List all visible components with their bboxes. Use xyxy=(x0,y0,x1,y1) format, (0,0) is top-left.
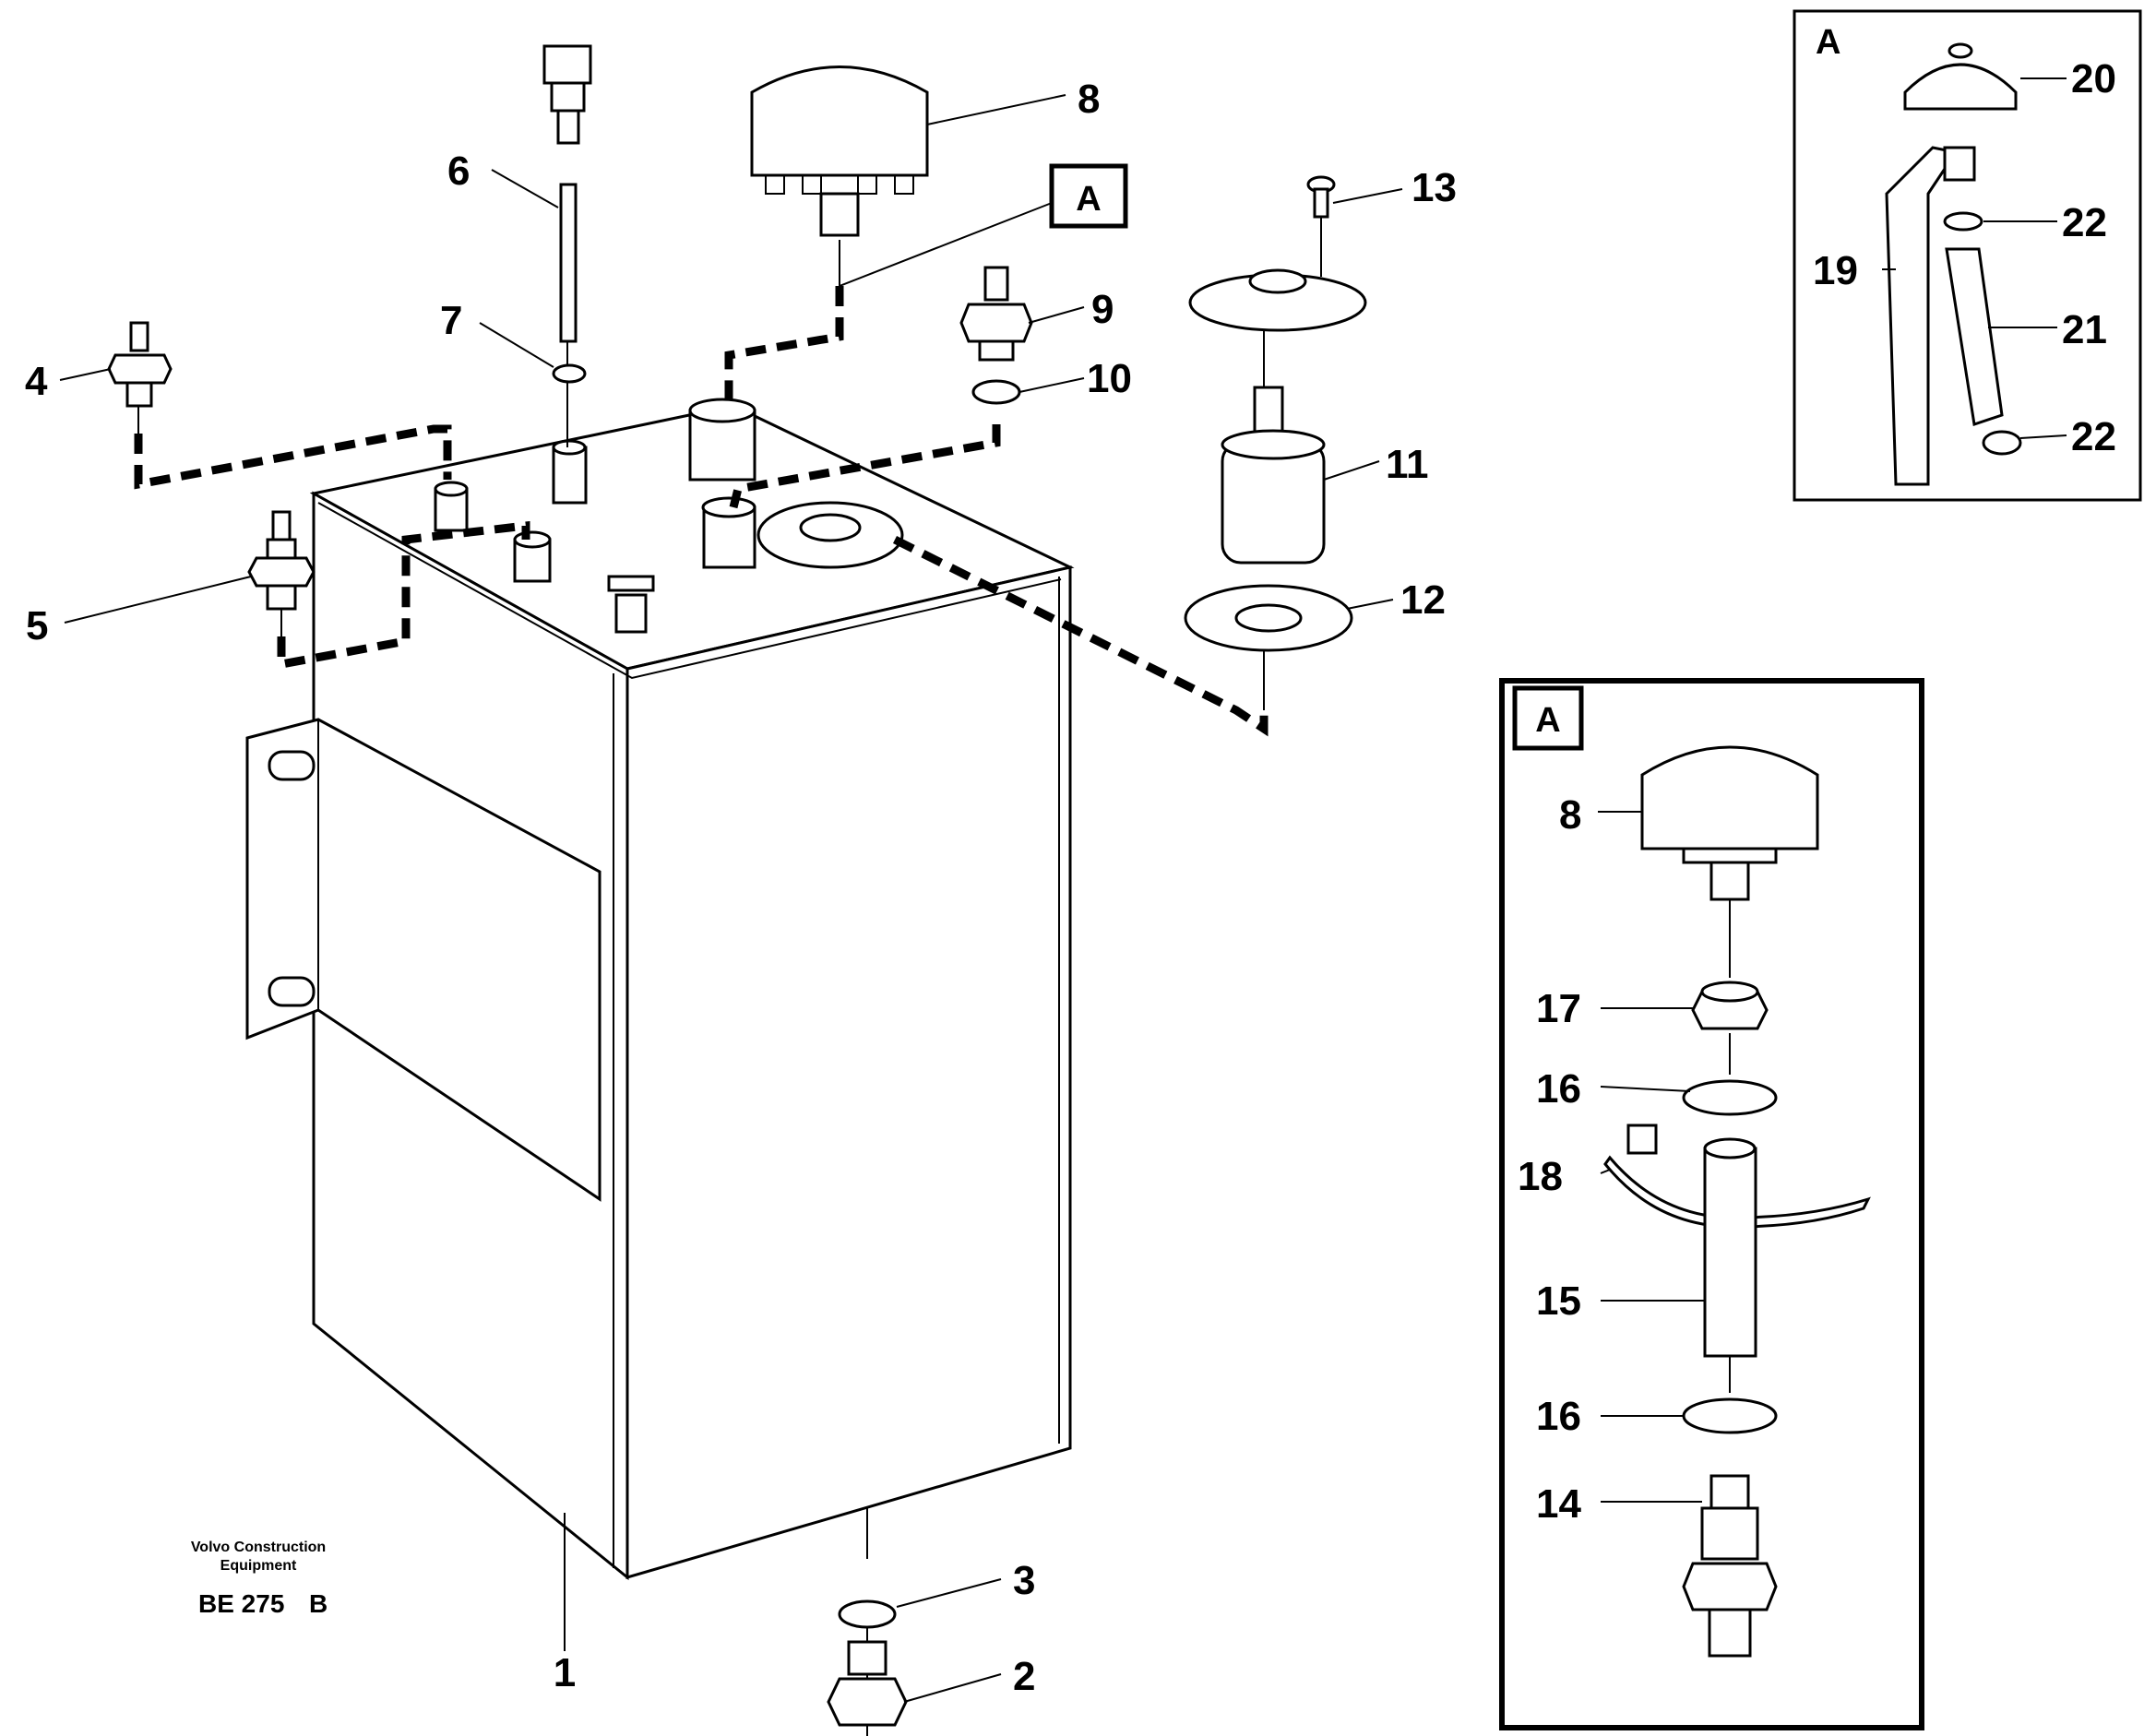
callout-13: 13 xyxy=(1412,165,1457,210)
callout-7: 7 xyxy=(440,298,462,343)
breather-cap-8 xyxy=(750,65,929,237)
level-sender-11 xyxy=(1188,268,1367,565)
drawing-code: BE 275 xyxy=(198,1589,284,1618)
callout-9: 9 xyxy=(1091,287,1114,332)
drain-plug-2 xyxy=(827,1640,908,1727)
callout-14: 14 xyxy=(1536,1481,1581,1527)
callout-10: 10 xyxy=(1087,356,1132,401)
washer-10 xyxy=(971,379,1021,405)
leader-lines xyxy=(59,77,2067,1703)
screw-13 xyxy=(1306,175,1336,219)
company-line-2: Equipment xyxy=(220,1558,297,1574)
callout-8-detail: 8 xyxy=(1559,792,1581,838)
detail-box-bottom: A xyxy=(1499,678,1924,1730)
callout-1: 1 xyxy=(554,1650,576,1695)
callout-19: 19 xyxy=(1813,248,1858,293)
fitting-5 xyxy=(247,510,316,611)
company-line-1: Volvo Construction xyxy=(191,1540,326,1555)
callout-22-top: 22 xyxy=(2062,200,2107,245)
dipstick-6 xyxy=(542,44,592,343)
svg-text:A: A xyxy=(1076,180,1101,219)
washer-7 xyxy=(552,363,587,384)
svg-text:A: A xyxy=(1816,23,1840,62)
callout-5: 5 xyxy=(26,603,48,648)
callout-11: 11 xyxy=(1386,442,1429,487)
detail-box-top: A xyxy=(1793,9,2142,502)
assembly-paths xyxy=(134,202,1322,1736)
callout-15: 15 xyxy=(1536,1278,1581,1324)
callout-18: 18 xyxy=(1518,1154,1563,1199)
callout-2: 2 xyxy=(1013,1654,1035,1699)
callout-22-bottom: 22 xyxy=(2071,414,2116,459)
callout-16-top: 16 xyxy=(1536,1066,1581,1112)
footer: Volvo Construction Equipment BE 275 B xyxy=(191,1540,328,1618)
fitting-9 xyxy=(959,266,1033,362)
callout-8: 8 xyxy=(1078,77,1100,122)
callout-20: 20 xyxy=(2071,56,2116,101)
callout-4: 4 xyxy=(25,359,48,404)
svg-text:A: A xyxy=(1535,701,1560,740)
washer-3 xyxy=(838,1599,897,1629)
gasket-12 xyxy=(1184,584,1353,652)
callout-6: 6 xyxy=(447,149,470,194)
drawing-revision: B xyxy=(309,1589,328,1618)
callout-labels: 1 2 3 4 5 6 7 8 9 10 11 12 13 8 17 16 18… xyxy=(25,56,2116,1699)
callout-3: 3 xyxy=(1013,1558,1035,1603)
callout-12: 12 xyxy=(1400,577,1446,623)
callout-16-bottom: 16 xyxy=(1536,1394,1581,1439)
callout-17: 17 xyxy=(1536,986,1581,1031)
fitting-4 xyxy=(107,321,173,408)
view-marker-main: A xyxy=(1049,163,1128,229)
tank xyxy=(245,398,1075,1581)
callout-21: 21 xyxy=(2062,307,2107,352)
